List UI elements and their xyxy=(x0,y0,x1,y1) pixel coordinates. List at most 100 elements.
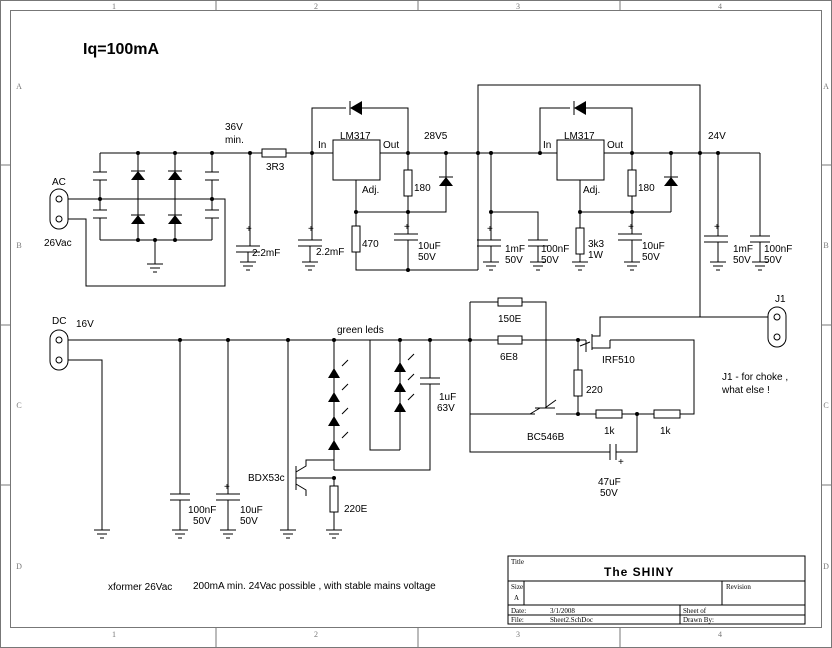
c-100nf-a-label-1: 100nF xyxy=(541,244,569,255)
q-bdx53c-label: BDX53c xyxy=(248,473,285,484)
output-capacitors-24v: + 1mF 50V 100nF 50V xyxy=(698,151,792,271)
q-bc546b-label: BC546B xyxy=(527,432,565,443)
resistor-180-stage2: 180 xyxy=(627,153,655,212)
wire-24v-to-j1 xyxy=(699,153,768,318)
c-1uf-label-1: 1uF xyxy=(439,392,456,403)
grid-col-1-bottom: 1 xyxy=(112,630,116,639)
dc-connector-value: 16V xyxy=(76,319,94,330)
r-220-label: 220 xyxy=(586,385,603,396)
bridge-rectifier xyxy=(68,151,251,287)
r-3k3-label-1: 3k3 xyxy=(588,239,605,250)
resistor-3k3: 3k3 1W xyxy=(572,210,605,271)
title-label: Title xyxy=(511,558,524,566)
svg-text:+: + xyxy=(224,482,230,493)
ac-connector-value: 26Vac xyxy=(44,238,72,249)
revision-label: Revision xyxy=(726,583,751,591)
file-label: File: xyxy=(511,616,524,624)
led-string-right xyxy=(369,338,415,451)
drawn-by-label: Drawn By: xyxy=(683,616,714,624)
svg-text:+: + xyxy=(618,457,624,468)
dc-input-connector: DC 16V xyxy=(49,316,430,539)
grid-row-b-right: B xyxy=(823,241,828,250)
r-470-label: 470 xyxy=(362,239,379,250)
net-36v-min: min. xyxy=(225,135,244,146)
u1-out-pin: Out xyxy=(383,140,399,151)
c-10uf-c-label-1: 10uF xyxy=(240,505,263,516)
grid-col-4-top: 4 xyxy=(718,2,722,11)
r-1k-a-label: 1k xyxy=(604,426,616,437)
u2-adj-pin: Adj. xyxy=(583,185,600,196)
grid-row-b-left: B xyxy=(16,241,21,250)
title-block: Title The SHINY Size A Revision Date: 3/… xyxy=(507,555,806,625)
r-6e8-label: 6E8 xyxy=(500,352,518,363)
date-label: Date: xyxy=(511,607,526,615)
q-irf510-label: IRF510 xyxy=(602,355,635,366)
ac-connector-ref: AC xyxy=(52,177,66,188)
svg-text:+: + xyxy=(308,224,314,235)
grid-row-a-right: A xyxy=(823,82,829,91)
zener-28v5 xyxy=(408,153,453,213)
led-string-left xyxy=(328,338,349,470)
u2-in-pin: In xyxy=(543,140,551,151)
u1-adj-pin: Adj. xyxy=(362,185,379,196)
regulator-1: LM317 In Out Adj. xyxy=(310,101,478,213)
current-source: 150E 6E8 BC546B 1k 1k 220 IRF510 + 47uF … xyxy=(430,297,768,499)
c-1mf-a-label-1: 1mF xyxy=(505,244,525,255)
net-24v: 24V xyxy=(708,131,726,142)
grid-col-2-bottom: 2 xyxy=(314,630,318,639)
c-47uf-label-2: 50V xyxy=(600,488,618,499)
footnote-current: 200mA min. 24Vac possible , with stable … xyxy=(193,581,436,592)
regulator-2: LM317 In Out Adj. xyxy=(478,101,700,213)
u2-out-pin: Out xyxy=(607,140,623,151)
file-value: Sheet2.SchDoc xyxy=(550,616,593,624)
ac-input-connector: AC 26Vac xyxy=(44,177,72,249)
c-100nf-c-label-2: 50V xyxy=(193,516,211,527)
c-1uf-label-2: 63V xyxy=(437,403,455,414)
sheet-label: Sheet of xyxy=(683,607,707,615)
size-label: Size xyxy=(511,583,523,591)
capacitor-10uf-stage1: + 10uF 50V xyxy=(394,212,441,272)
resistor-220e: 220E xyxy=(326,476,368,539)
capacitor-10uf-stage2: + 10uF 50V xyxy=(618,210,665,271)
capacitor-100nf-stage2: 100nF 50V xyxy=(489,210,569,271)
r-1k-b-label: 1k xyxy=(660,426,672,437)
svg-text:+: + xyxy=(404,222,410,233)
c-10uf-c-label-2: 50V xyxy=(240,516,258,527)
r-3r3-label: 3R3 xyxy=(266,162,285,173)
c-100nf-b-label-2: 50V xyxy=(764,255,782,266)
capacitor-2-2mf-in: + 2.2mF xyxy=(298,153,344,271)
net-36v: 36V xyxy=(225,122,243,133)
r-180-a-label: 180 xyxy=(414,183,431,194)
c-10uf-a-label-1: 10uF xyxy=(418,241,441,252)
quiescent-current-note: Iq=100mA xyxy=(83,41,159,58)
svg-text:+: + xyxy=(714,222,720,233)
size-value: A xyxy=(514,594,519,602)
r-150e-label: 150E xyxy=(498,314,522,325)
c-2-2mf-a-label: 2.2mF xyxy=(252,248,280,259)
resistor-470: 470 xyxy=(351,212,478,271)
j1-connector: J1 J1 - for choke , what else ! xyxy=(721,294,788,396)
u2-name: LM317 xyxy=(564,131,595,142)
grid-col-3-top: 3 xyxy=(516,2,520,11)
svg-text:+: + xyxy=(487,224,493,235)
grid-col-2-top: 2 xyxy=(314,2,318,11)
grid-col-1-top: 1 xyxy=(112,2,116,11)
j1-ref: J1 xyxy=(775,294,786,305)
transistor-bdx53c: BDX53c xyxy=(248,338,334,539)
grid-col-3-bottom: 3 xyxy=(516,630,520,639)
r-220e-label: 220E xyxy=(344,504,368,515)
r-180-b-label: 180 xyxy=(638,183,655,194)
capacitor-100nf-dc: 100nF 50V xyxy=(170,338,216,539)
dc-connector-ref: DC xyxy=(52,316,66,327)
c-100nf-a-label-2: 50V xyxy=(541,255,559,266)
zener-24v xyxy=(664,153,678,212)
wire-stage1-to-stage2 xyxy=(477,84,701,153)
grid-row-c-left: C xyxy=(16,401,21,410)
svg-text:+: + xyxy=(246,224,252,235)
r-3k3-label-2: 1W xyxy=(588,250,604,261)
svg-text:+: + xyxy=(628,222,634,233)
grid-row-c-right: C xyxy=(823,401,828,410)
